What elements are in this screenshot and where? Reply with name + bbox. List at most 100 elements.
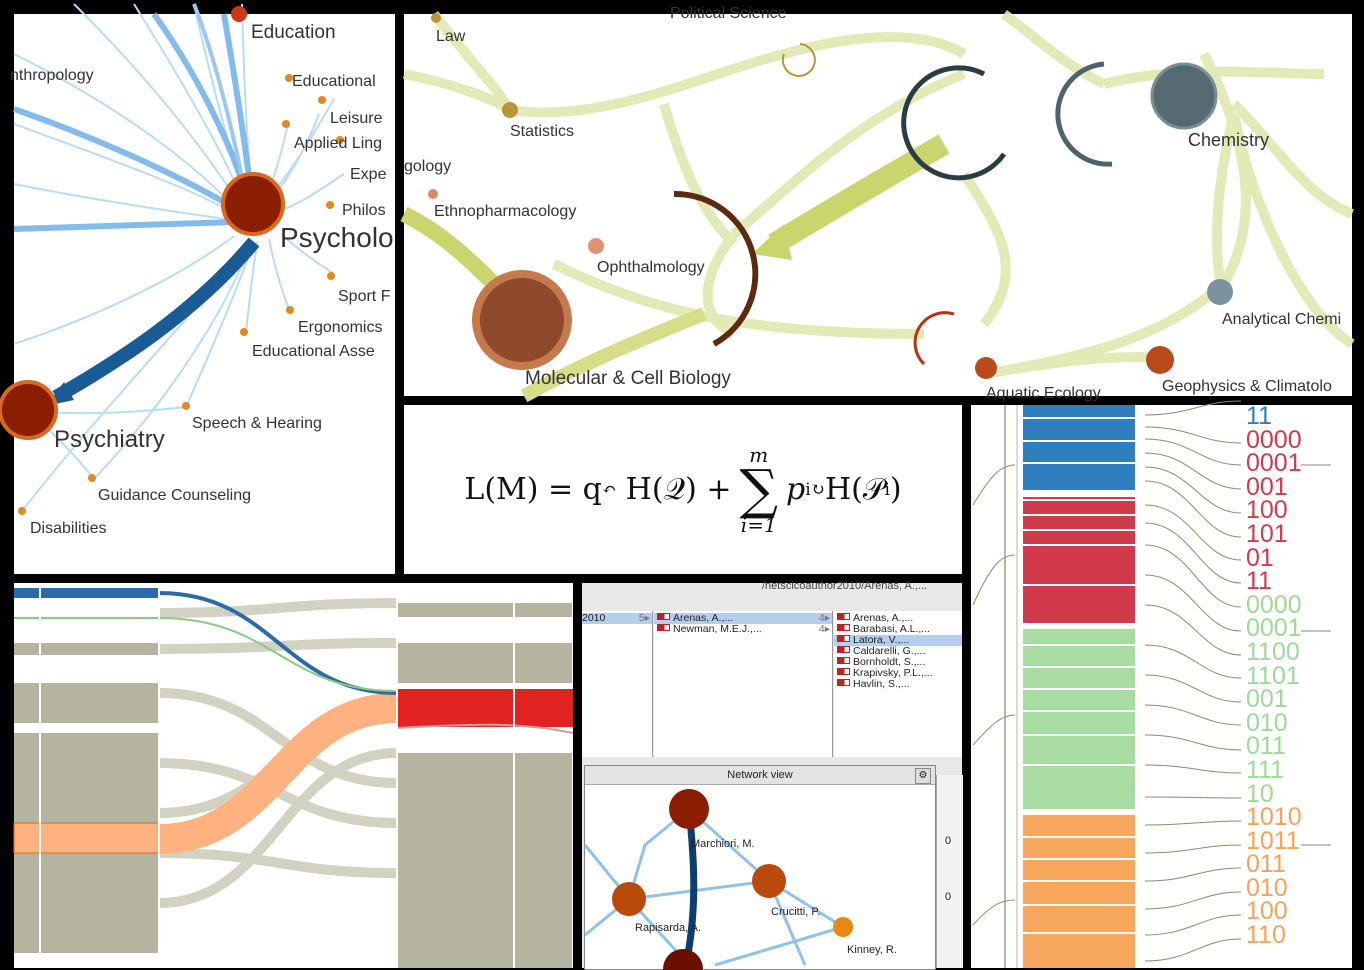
column-1[interactable]: 2010 5▸ — [582, 611, 653, 757]
col2-item-count: 4▸ — [818, 612, 830, 624]
label-speech-hearing: Speech & Hearing — [192, 415, 322, 432]
code-22: 110 — [1246, 921, 1286, 950]
label-geophysics: Geophysics & Climatolo — [1162, 378, 1332, 395]
code-9: 0001 — [1246, 614, 1302, 643]
col3-item[interactable]: Latora, V.,... — [834, 635, 962, 646]
code-21: 100 — [1246, 897, 1288, 926]
author-bar-icon — [657, 613, 670, 620]
column-3[interactable]: Arenas, A.,...Barabasi, A.L.,...Latora, … — [834, 611, 962, 757]
formula-exit-subscript: ↶ — [601, 479, 617, 500]
code-19: 011 — [1246, 850, 1286, 879]
psychology-network-panel: Education nthropology Educational Leisur… — [0, 3, 395, 574]
side-value-2: 0 — [945, 891, 952, 903]
coauthor-network: Marchiori, M. Crucitti, P. Rapisarda, A.… — [583, 789, 897, 970]
code-10: 1100 — [1246, 637, 1300, 666]
formula-p-subscript: i↻ — [805, 479, 825, 500]
col2-item-label: Newman, M.E.J.,... — [673, 623, 762, 635]
author-bar-icon — [837, 613, 850, 620]
code-3: 001 — [1246, 472, 1288, 501]
label-chemistry: Chemistry — [1188, 130, 1269, 150]
sum-upper: m — [749, 442, 769, 467]
label-law: Law — [436, 28, 466, 45]
code-7: 11 — [1246, 567, 1272, 596]
code-2: 0001 — [1246, 449, 1302, 478]
col3-item[interactable]: Krapivsky, P.L.,... — [834, 668, 962, 679]
network-view-window[interactable]: Network view ⚙ Marchiori, M. Crucitti, P… — [583, 765, 936, 970]
label-ergonomics: Ergonomics — [298, 319, 382, 336]
window-title: Network view — [727, 769, 793, 781]
sigma: ∑ — [739, 457, 779, 521]
label-leisure: Leisure — [330, 110, 383, 127]
label-molecular-cell-biology: Molecular & Cell Biology — [525, 368, 731, 389]
column-1-item[interactable]: 2010 5▸ — [582, 613, 652, 624]
science-network: Political Science Law Statistics gology … — [400, 5, 1355, 403]
gear-icon[interactable]: ⚙ — [915, 768, 931, 784]
label-guidance-counseling: Guidance Counseling — [98, 487, 251, 504]
code-20: 010 — [1246, 873, 1288, 902]
label-analytical-chemistry: Analytical Chemi — [1222, 311, 1341, 328]
code-18: 1011 — [1246, 826, 1300, 855]
col3-item[interactable]: Barabasi, A.L.,... — [834, 624, 962, 635]
label-anthropology: nthropology — [10, 67, 94, 84]
node-label-kinney: Kinney, R. — [847, 944, 897, 956]
col2-item[interactable]: Newman, M.E.J.,... 4▸ — [654, 624, 832, 635]
node-label-rapisarda: Rapisarda, A. — [635, 922, 701, 934]
path-bar: /netscicoauthor2010/Arenas, A.,... — [762, 580, 928, 592]
code-4: 100 — [1246, 496, 1288, 525]
label-education: Education — [251, 22, 336, 43]
code-11: 1101 — [1246, 661, 1300, 690]
label-ophthalmology: Ophthalmology — [597, 259, 705, 276]
formula-lhs: L(M) = q — [464, 472, 602, 507]
formula-module-term: H(𝒬) + — [625, 472, 732, 507]
col3-item-label: Caldarelli, G.,... — [853, 645, 926, 657]
summation: m ∑ i=1 — [739, 445, 778, 535]
code-16: 10 — [1246, 779, 1274, 808]
label-political-science: Political Science — [670, 5, 787, 22]
code-13: 010 — [1246, 708, 1288, 737]
alluvial-diagram-panel — [13, 583, 574, 968]
col3-item[interactable]: Bornholdt, S.,... — [834, 657, 962, 668]
col3-item[interactable]: Havlin, S.,... — [834, 679, 962, 690]
label-expe: Expe — [350, 166, 387, 183]
col2-item[interactable]: Arenas, A.,... 4▸ — [654, 613, 832, 624]
formula-entropy-subscript: i — [884, 479, 890, 500]
label-sport: Sport F — [338, 288, 391, 305]
author-bar-icon — [657, 624, 670, 631]
col2-item-label: Arenas, A.,... — [673, 612, 734, 624]
label-psychiatry: Psychiatry — [54, 426, 165, 453]
label-educational-asse: Educational Asse — [252, 343, 375, 360]
col3-item-label: Arenas, A.,... — [853, 612, 914, 624]
author-bar-icon — [837, 657, 850, 664]
node-label-marchiori: Marchiori, M. — [691, 838, 755, 850]
code-17: 1010 — [1246, 803, 1302, 832]
column-1-item-count: 5▸ — [638, 612, 650, 624]
col3-item-label: Havlin, S.,... — [853, 678, 910, 690]
author-bar-icon — [837, 646, 850, 653]
col3-item[interactable]: Caldarelli, G.,... — [834, 646, 962, 657]
col2-item-count: 4▸ — [818, 623, 830, 635]
psychology-network: Education nthropology Educational Leisur… — [0, 3, 394, 537]
col3-item-label: Barabasi, A.L.,... — [853, 623, 931, 635]
formula-entropy: H(𝒫 — [824, 472, 885, 507]
code-5: 101 — [1246, 519, 1288, 548]
code-1: 0000 — [1246, 425, 1302, 454]
code-6: 01 — [1246, 543, 1274, 572]
code-15: 111 — [1246, 755, 1285, 784]
window-titlebar[interactable]: Network view ⚙ — [585, 766, 935, 785]
col3-item-label: Krapivsky, P.L.,... — [853, 667, 933, 679]
code-blocks — [1023, 405, 1135, 968]
col3-item[interactable]: Arenas, A.,... — [834, 613, 962, 624]
label-psychology: Psycholo — [280, 222, 394, 253]
author-bar-icon — [837, 668, 850, 675]
codebook — [972, 400, 1331, 968]
label-aquatic-ecology: Aquatic Ecology — [986, 385, 1101, 402]
label-statistics: Statistics — [510, 123, 574, 140]
code-12: 001 — [1246, 685, 1288, 714]
column-2[interactable]: Arenas, A.,... 4▸ Newman, M.E.J.,... 4▸ — [654, 611, 833, 757]
author-bar-icon — [837, 624, 850, 631]
label-educational: Educational — [292, 73, 376, 90]
